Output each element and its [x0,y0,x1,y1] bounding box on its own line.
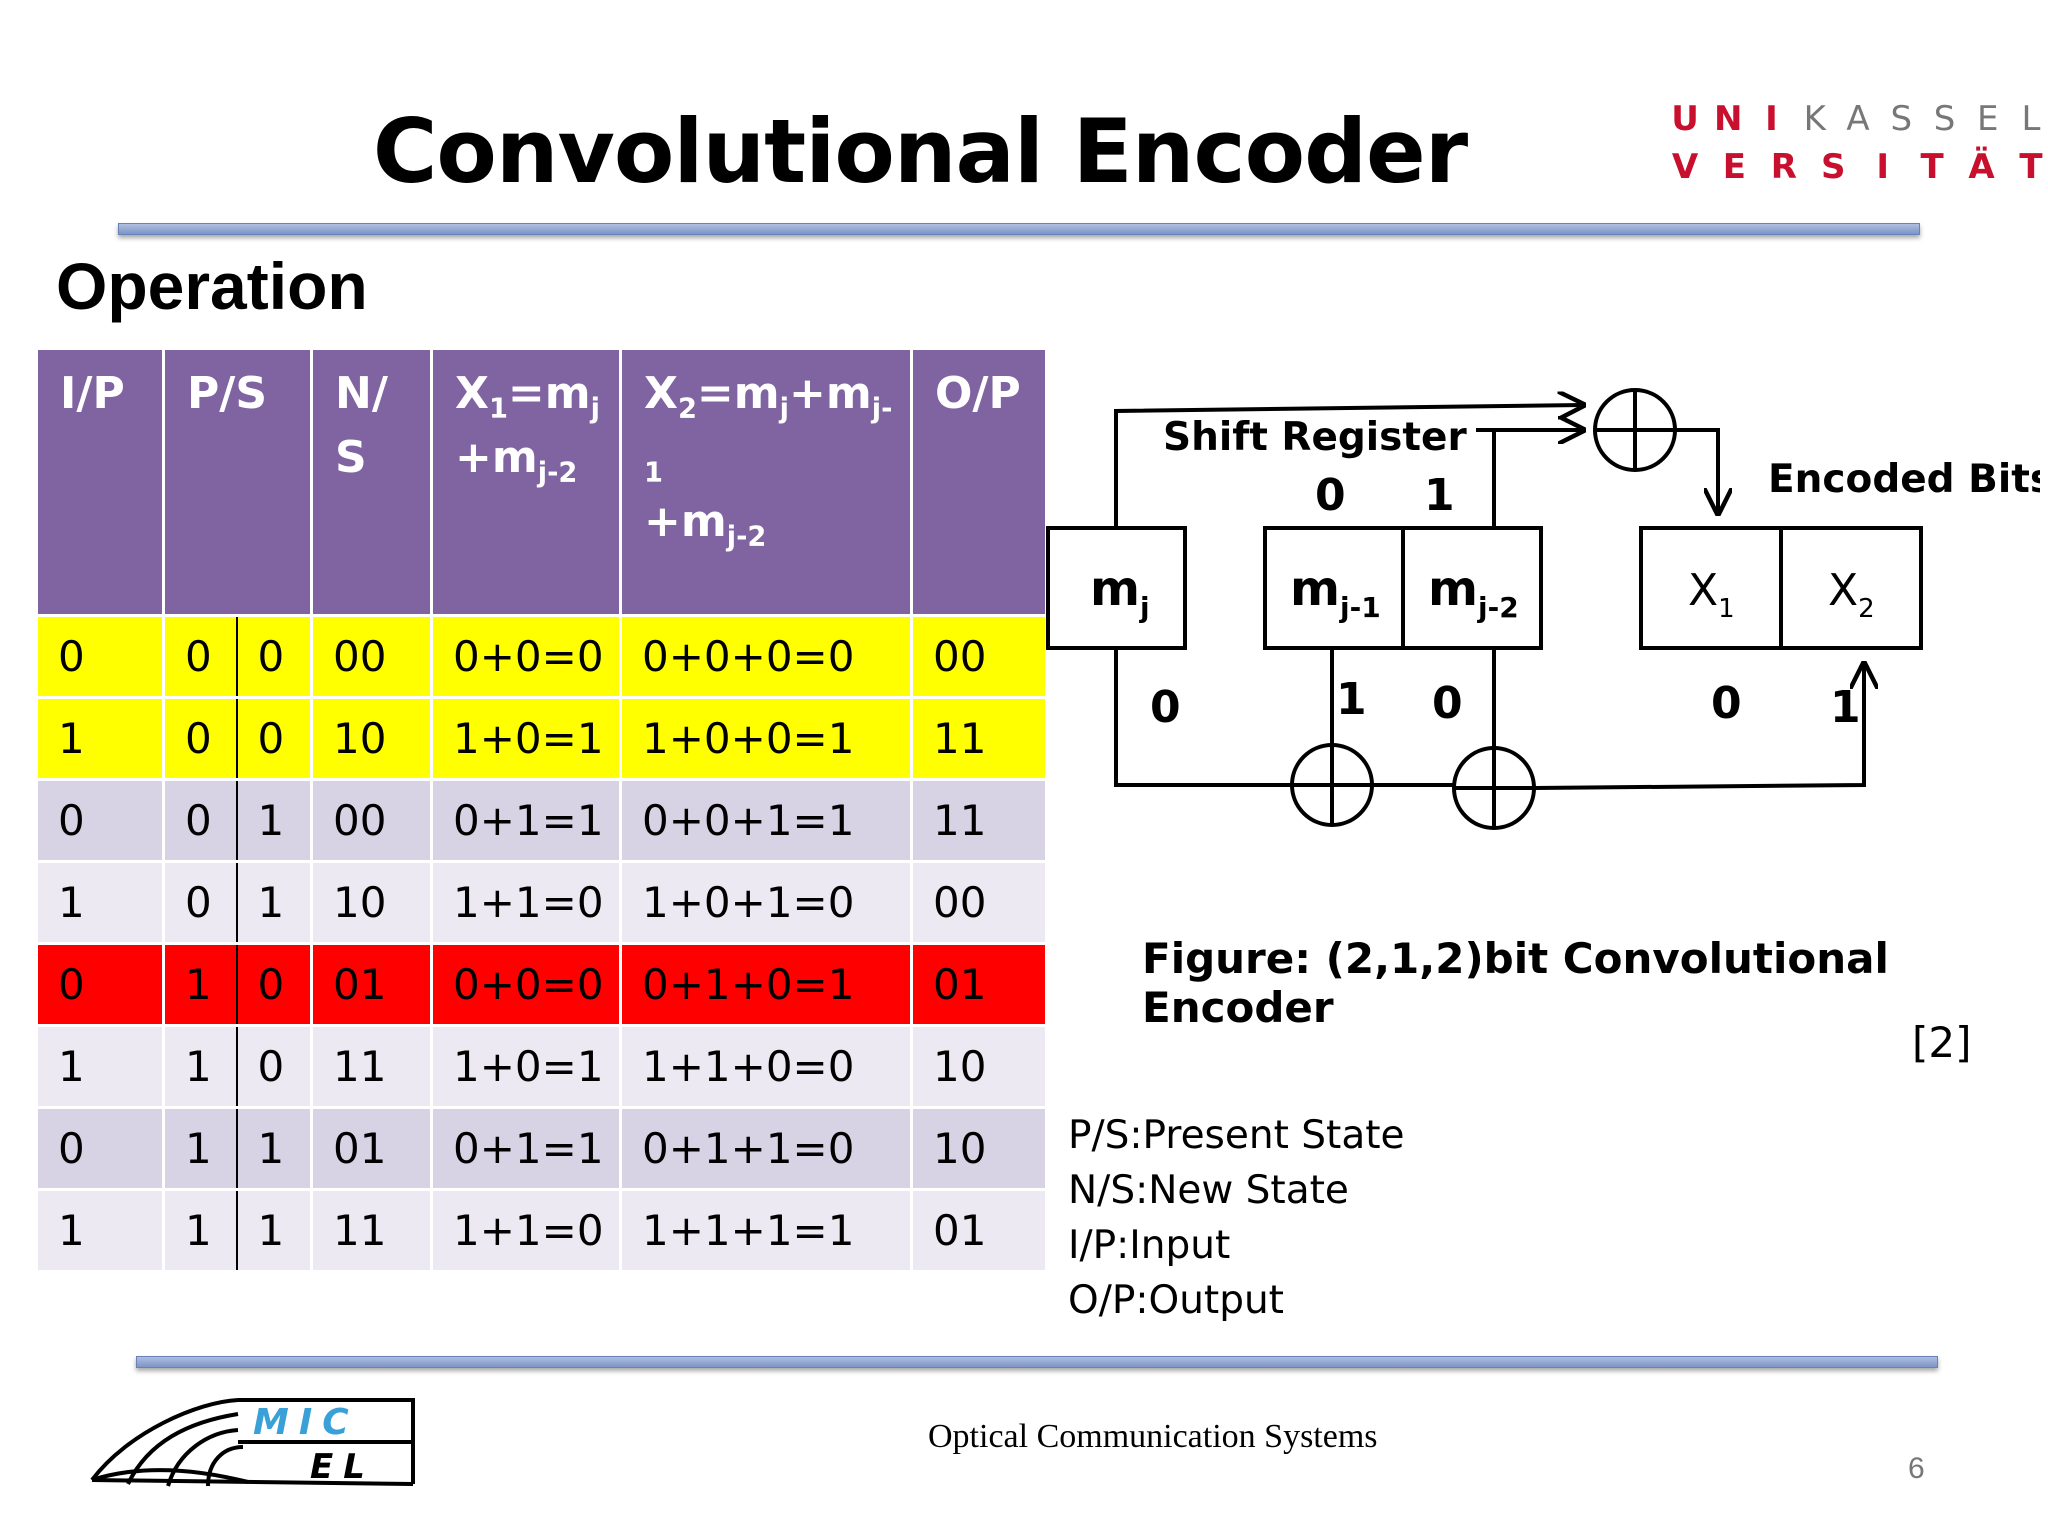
top-line-mj [1114,405,1583,528]
header-x1: X1=mj +mj-2 [433,350,622,614]
university-logo: U N I K A S S E L V E R S I T Ä T [1668,92,2048,188]
bit-x2: 1 [1830,682,1861,733]
page-number: 6 [1908,1452,1925,1485]
xor-gate-bottom-left [1290,743,1374,827]
x2-box [1779,526,1923,650]
xor-gate-bottom-right [1452,746,1536,830]
bottom-line-mj [1114,648,1292,787]
slide-title: Convolutional Encoder [372,100,1468,203]
bit-mj2: 0 [1432,678,1463,729]
header-x2: X2=mj+mj-1 +mj-2 [622,350,913,614]
logo-row-2: V E R S I T Ä T [1668,140,2048,188]
table-header: I/P P/S N/ S X1=mj +mj-2 X2=mj+mj-1 +mj-… [38,350,1045,614]
header-ip: I/P [38,350,165,614]
bottom-xor-output [1534,664,1864,790]
top-line-mj2 [1492,430,1583,528]
mj-label: mj [1090,561,1150,624]
state-table: I/P P/S N/ S X1=mj +mj-2 X2=mj+mj-1 +mj-… [38,350,1045,1270]
reg-value-1: 1 [1424,470,1455,521]
x2-label: X2 [1828,565,1875,624]
logo-row-1: U N I K A S S E L [1668,92,2048,140]
xor-gate-top [1593,388,1677,472]
reference: [2] [1912,1018,1972,1067]
legend-item: P/S:Present State [1068,1113,1405,1158]
bit-x1: 0 [1711,678,1742,729]
footer-course-title: Optical Communication Systems [928,1418,1378,1455]
top-xor-output [1675,428,1718,513]
legend-item: O/P:Output [1068,1278,1284,1323]
bottom-divider [136,1356,1938,1368]
micel-logo: MIC EL [90,1398,415,1487]
legend-item: I/P:Input [1068,1223,1231,1268]
top-divider [118,223,1920,235]
header-op: O/P [935,368,1021,419]
reg-value-0: 0 [1315,470,1346,521]
section-heading: Operation [56,249,368,323]
header-ns: N/ S [313,350,433,614]
mj2-label: mj-2 [1428,561,1519,624]
micel-logo-top: MIC [253,1402,359,1443]
micel-logo-bottom: EL [310,1447,375,1487]
legend-item: N/S:New State [1068,1168,1349,1213]
abbreviation-legend: P/S:Present State N/S:New State I/P:Inpu… [1068,1108,1405,1328]
bit-mj1: 1 [1336,674,1367,725]
encoder-diagram: Shift Register Encoded Bits 0 1 mj mj-1 … [1046,388,2040,830]
shift-register-label: Shift Register [1163,415,1467,460]
x1-label: X1 [1688,565,1735,624]
encoded-bits-label: Encoded Bits [1768,457,2040,502]
header-ps: P/S [165,350,313,614]
mj2-box [1401,526,1543,650]
bit-mj: 0 [1150,682,1181,733]
figure-caption: Figure: (2,1,2)bit Convolutional Encoder [1142,934,1889,1032]
mj1-label: mj-1 [1290,561,1381,624]
